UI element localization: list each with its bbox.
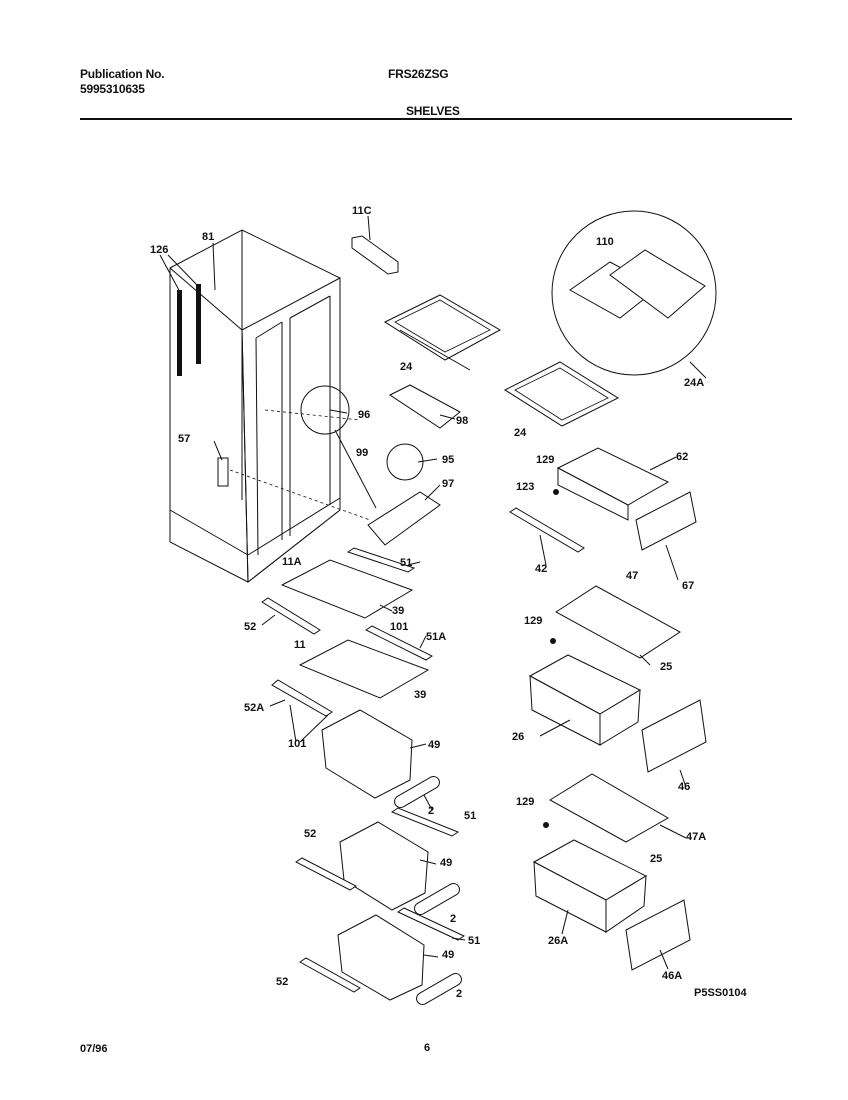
detail-circle-24a: [551, 210, 717, 376]
label-126: 126: [150, 244, 168, 256]
header-rule: [80, 118, 792, 120]
part-52-middle: [295, 857, 357, 891]
label-52-middle: 52: [304, 828, 316, 840]
label-62: 62: [676, 451, 688, 463]
label-67: 67: [682, 580, 694, 592]
part-52a-shape: [271, 679, 333, 717]
label-47a: 47A: [686, 831, 706, 843]
label-11c: 11C: [352, 205, 372, 217]
label-52-lower: 52: [276, 976, 288, 988]
cabinet-illustration: [159, 229, 371, 584]
crisper-front-46a: [625, 899, 691, 971]
part-52-upper: [261, 597, 321, 635]
label-129-middle: 129: [524, 615, 542, 627]
label-42: 42: [535, 563, 547, 575]
label-110: 110: [596, 236, 614, 248]
label-11a: 11A: [282, 556, 302, 568]
part-42-shape: [509, 507, 585, 553]
label-39-lower: 39: [414, 689, 426, 701]
crisper-cover-47: [555, 585, 681, 659]
wire-shelf-11: [298, 639, 430, 699]
wire-shelf-11a: [280, 559, 414, 619]
label-2-lower: 2: [456, 988, 462, 1000]
footer-date: 07/96: [80, 1043, 108, 1055]
publication-label: Publication No.: [80, 67, 165, 81]
label-49-upper: 49: [428, 739, 440, 751]
part-67-shape: [635, 491, 697, 551]
crisper-front-46: [641, 699, 707, 773]
label-99: 99: [356, 447, 368, 459]
label-24-lower: 24: [514, 427, 527, 439]
label-51a: 51A: [426, 631, 446, 643]
label-51-middle: 51: [464, 810, 476, 822]
label-96: 96: [358, 409, 370, 421]
part-98-shape: [389, 384, 461, 429]
label-25-lower: 25: [650, 853, 662, 865]
label-49-lower: 49: [442, 949, 454, 961]
label-11: 11: [294, 639, 306, 651]
part-label-group: 11C 81 126 110 24 24A 96 98 24 57 99 95 …: [150, 205, 706, 1000]
label-52-upper: 52: [244, 621, 256, 633]
part-2-lower: [416, 973, 462, 1005]
label-24-upper: 24: [400, 361, 413, 373]
label-51-upper: 51: [400, 557, 412, 569]
section-title: SHELVES: [406, 104, 460, 118]
label-51-lower: 51: [468, 935, 480, 947]
label-46: 46: [678, 781, 690, 793]
model-number: FRS26ZSG: [388, 67, 449, 81]
label-2-middle: 2: [450, 913, 456, 925]
label-101-lower: 101: [288, 738, 306, 750]
publication-number: 5995310635: [80, 82, 145, 96]
part-2-middle: [414, 883, 460, 915]
label-26: 26: [512, 731, 524, 743]
label-101-upper: 101: [390, 621, 408, 633]
label-97: 97: [442, 478, 454, 490]
part-51a-shape: [365, 625, 433, 661]
basket-49-upper: [321, 709, 413, 799]
label-46a: 46A: [662, 970, 682, 982]
label-24a: 24A: [684, 377, 704, 389]
label-39-upper: 39: [392, 605, 404, 617]
label-47: 47: [626, 570, 638, 582]
label-52a: 52A: [244, 702, 264, 714]
page-number: 6: [424, 1042, 431, 1054]
part-97-shape: [367, 491, 441, 546]
basket-49-middle: [339, 821, 429, 911]
part-51-middle: [390, 807, 460, 837]
label-98: 98: [456, 415, 468, 427]
label-123: 123: [516, 481, 534, 493]
basket-49-lower: [337, 914, 425, 1001]
label-49-middle: 49: [440, 857, 452, 869]
crisper-cover-47a: [549, 773, 670, 843]
label-2-upper: 2: [428, 805, 434, 817]
figure-code: P5SS0104: [694, 987, 747, 999]
part-51-lower: [396, 907, 466, 941]
label-95: 95: [442, 454, 454, 466]
part-11c-shape: [351, 235, 399, 275]
glass-shelf-lower: [503, 361, 620, 427]
label-129-upper: 129: [536, 454, 554, 466]
detail-shelf-right: [609, 249, 706, 319]
glass-shelf-upper: [383, 294, 502, 371]
label-81: 81: [202, 231, 214, 243]
leader-lines: [213, 215, 687, 970]
label-57: 57: [178, 433, 190, 445]
label-25-upper: 25: [660, 661, 672, 673]
label-129-lower: 129: [516, 796, 534, 808]
part-2-upper: [394, 776, 440, 808]
part-51-upper: [346, 547, 416, 573]
part-52-lower: [299, 957, 361, 993]
label-26a: 26A: [548, 935, 568, 947]
